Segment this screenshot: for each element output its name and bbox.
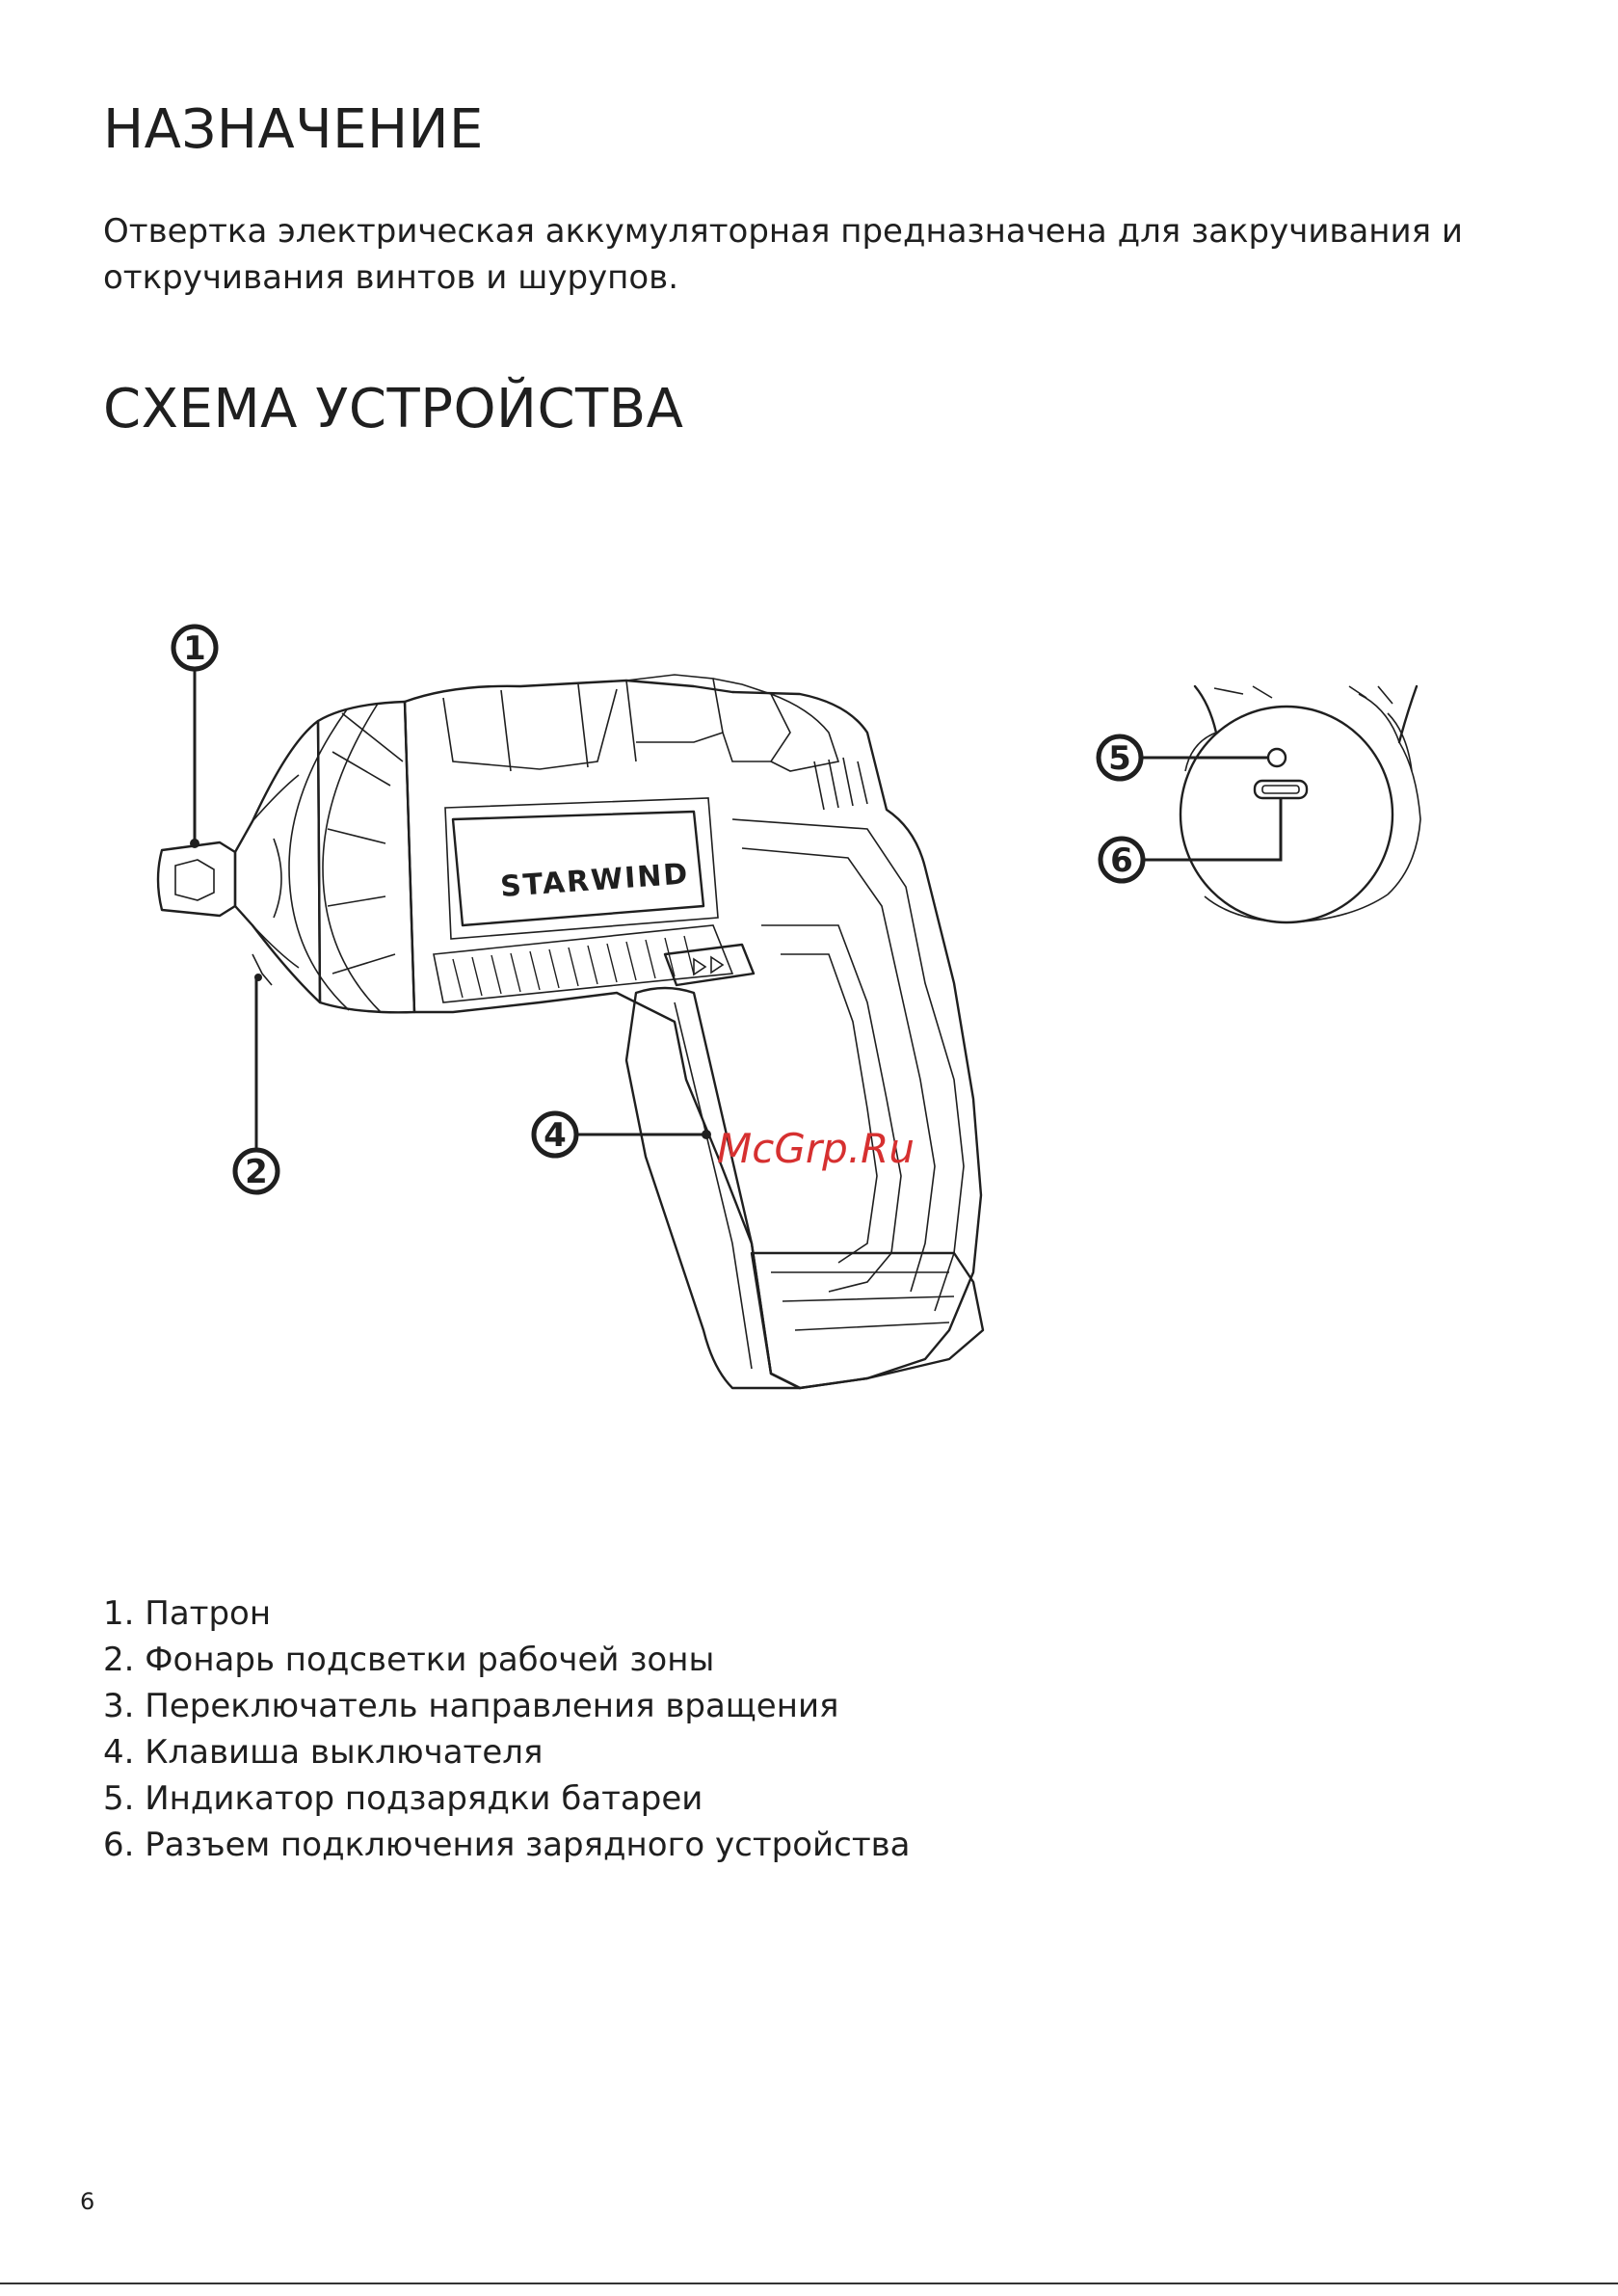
purpose-paragraph: Отвертка электрическая аккумуляторная пр… [103,212,1463,297]
legend-item: 6. Разъем подключения зарядного устройст… [103,1826,911,1864]
legend-item: 2. Фонарь подсветки рабочей зоны [103,1641,715,1679]
legend-item: 5. Индикатор подзарядки батареи [103,1779,703,1818]
callout-label-4: 4 [544,1116,567,1155]
callout-2: 2 [232,977,280,1195]
bottom-rule [0,2283,1618,2284]
callout-label-1: 1 [183,629,206,668]
detail-view-illustration [1179,684,1421,924]
callout-1: 1 [171,624,219,848]
section-title-scheme: СХЕМА УСТРОЙСТВА [103,378,684,441]
section-title-purpose: НАЗНАЧЕНИЕ [103,98,484,161]
watermark: McGrp.Ru [717,1125,915,1172]
callout-label-5: 5 [1108,739,1131,778]
callout-6: 6 [1098,798,1283,884]
callout-label-2: 2 [245,1153,268,1191]
page-number: 6 [80,2188,95,2215]
callout-5: 5 [1096,734,1268,782]
callout-4: 4 [531,1110,711,1159]
callout-label-6: 6 [1110,841,1133,880]
legend-item: 1. Патрон [103,1594,272,1633]
brand-label: STARWIND [499,857,690,904]
legend-item: 3. Переключатель направления вращения [103,1687,839,1725]
parts-legend: 1. Патрон 2. Фонарь подсветки рабочей зо… [103,1590,911,1868]
legend-item: 4. Клавиша выключателя [103,1733,544,1772]
screwdriver-illustration [156,674,985,1390]
